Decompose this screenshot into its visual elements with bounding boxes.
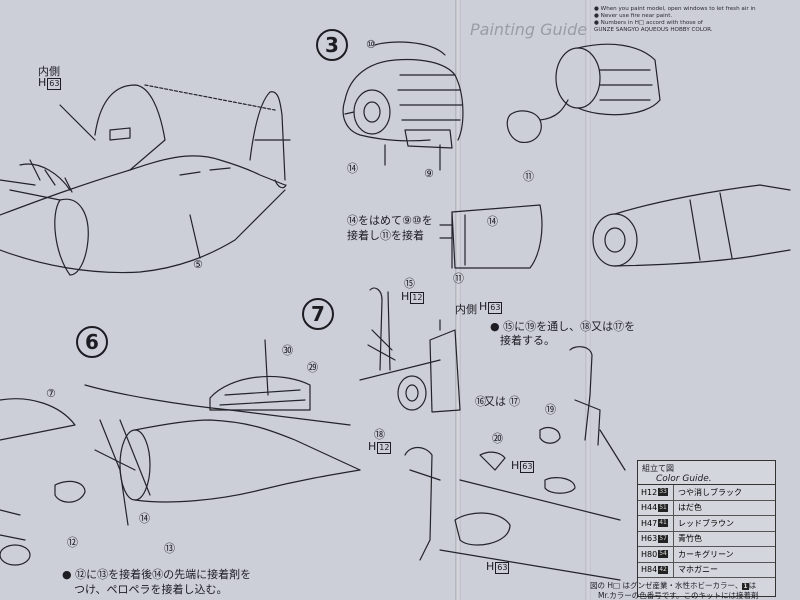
paint-note-line-4: GUNZE SANGYO AQUEOUS HOBBY COLOR. [594, 27, 713, 33]
nacelle-lower-drawing [592, 184, 791, 267]
footnote-line-1: 図の H□ はグンゼ産業・水性ホビーカラー、1は [590, 581, 757, 590]
paint-note-line-3: ● Numbers in H□ accord with those of [594, 20, 703, 26]
paint-note-line-2: ● Never use fire near paint. [594, 13, 673, 19]
step3-instruction-line-2: 接着し⑪を接着 [347, 229, 424, 242]
interior-label: 内側 [455, 303, 477, 316]
faded-title: Painting Guide [470, 20, 588, 39]
step-number-6: 6 [76, 326, 108, 358]
color-guide-title-jp: 組立て図 [642, 464, 674, 473]
aircraft-drawing [0, 339, 361, 566]
part-number-12: ⑫ [67, 536, 78, 549]
part-number-11: ⑪ [453, 272, 464, 285]
step6-instruction-line-1: ● ⑫に⑬を接着後⑭の先端に接着剤を [62, 568, 252, 581]
paint-note-line-1: ● When you paint model, open windows to … [594, 6, 756, 12]
step3-instruction-line-1: ⑭をはめて⑨⑩を [347, 214, 433, 227]
part-number-14: ⑭ [139, 512, 150, 525]
part-number-17: ⑰ [509, 395, 520, 408]
step6-instruction-line-2: つけ、ペロペラを接着し込む。 [74, 583, 228, 596]
or-label: 又は [484, 395, 506, 408]
part-number-16: ⑯ [475, 395, 486, 408]
part-number-10: ⑩ [366, 38, 376, 51]
engine-cowling-drawing [342, 41, 464, 171]
part-number-7: ⑦ [46, 387, 56, 400]
fold-crease [455, 0, 461, 600]
fuselage-drawing [0, 84, 291, 276]
step7-instruction-line-2: 接着する。 [500, 334, 555, 347]
step-number-3: 3 [316, 29, 348, 61]
fold-crease [585, 0, 591, 600]
part-number-14: ⑭ [487, 215, 498, 228]
part-number-18: ⑱ [374, 428, 385, 441]
interior-label: 内側 [38, 65, 60, 78]
part-number-13: ⑬ [164, 542, 175, 555]
step7-instruction-line-1: ● ⑮に⑲を通し、⑱又は⑰を [490, 320, 636, 333]
part-number-20: ⑳ [492, 432, 503, 445]
step-number-7: 7 [302, 298, 334, 330]
part-number-19: ⑲ [545, 403, 556, 416]
part-number-11: ⑪ [523, 170, 534, 183]
cowl-panel-drawing [439, 204, 543, 269]
part-number-5: ⑤ [193, 258, 203, 271]
color-guide-title-en: Color Guide. [638, 474, 775, 485]
landing-gear-drawing [359, 287, 461, 413]
gear-detail-drawing [404, 346, 626, 581]
part-number-15: ⑮ [404, 277, 415, 290]
part-number-9: ⑨ [424, 167, 434, 180]
part-number-30: ㉚ [282, 344, 293, 357]
footnote-line-2: Mr.カラーの色番号です。このキットには接着剤 [598, 591, 759, 600]
part-number-14: ⑭ [347, 162, 358, 175]
nacelle-drawing [506, 43, 661, 144]
part-number-29: ㉙ [307, 361, 318, 374]
